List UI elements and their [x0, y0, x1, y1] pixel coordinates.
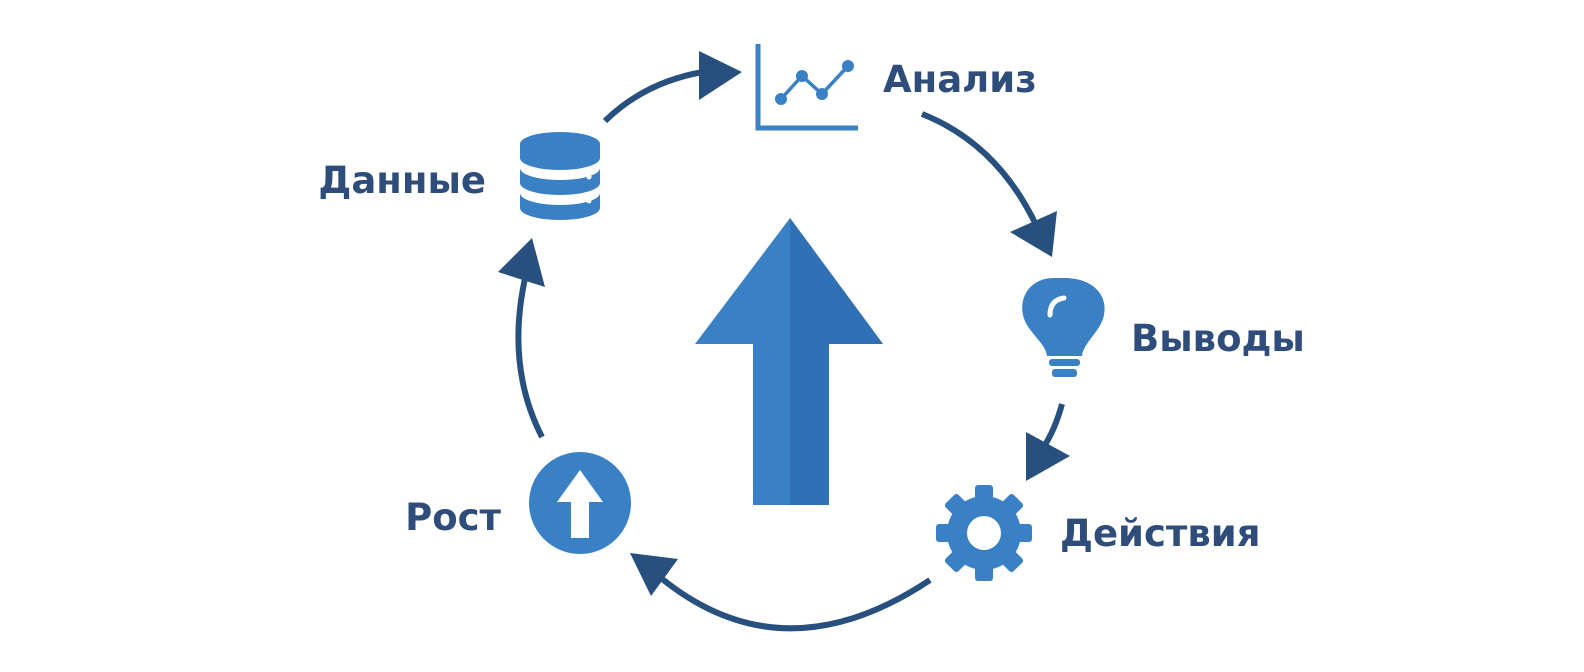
stage-label-insights: Выводы: [1131, 317, 1305, 360]
arrow-analysis-to-insights: [920, 111, 1057, 257]
stage-label-actions: Действия: [1060, 512, 1260, 555]
arrow-insights-to-actions: [1026, 403, 1070, 481]
cycle-arrows: [498, 51, 1070, 632]
gear-icon: [936, 485, 1032, 581]
arrow-growth-to-data: [498, 238, 545, 439]
stage-label-growth: Рост: [405, 496, 501, 539]
database-icon: [520, 132, 600, 220]
stage-insights: Выводы: [1022, 278, 1305, 377]
line-chart-icon: [755, 44, 858, 131]
big-up-arrow-icon: [695, 218, 883, 505]
stage-label-data: Данные: [318, 159, 486, 202]
arrow-actions-to-growth: [630, 553, 932, 632]
arrow-data-to-analysis: [602, 51, 742, 124]
stage-analysis: Анализ: [755, 44, 1037, 131]
stage-data: Данные: [318, 132, 600, 220]
stage-label-analysis: Анализ: [883, 58, 1037, 101]
stage-actions: Действия: [936, 485, 1260, 581]
growth-circle-icon: [529, 452, 631, 554]
stage-growth: Рост: [405, 452, 631, 554]
lightbulb-icon: [1022, 278, 1105, 377]
